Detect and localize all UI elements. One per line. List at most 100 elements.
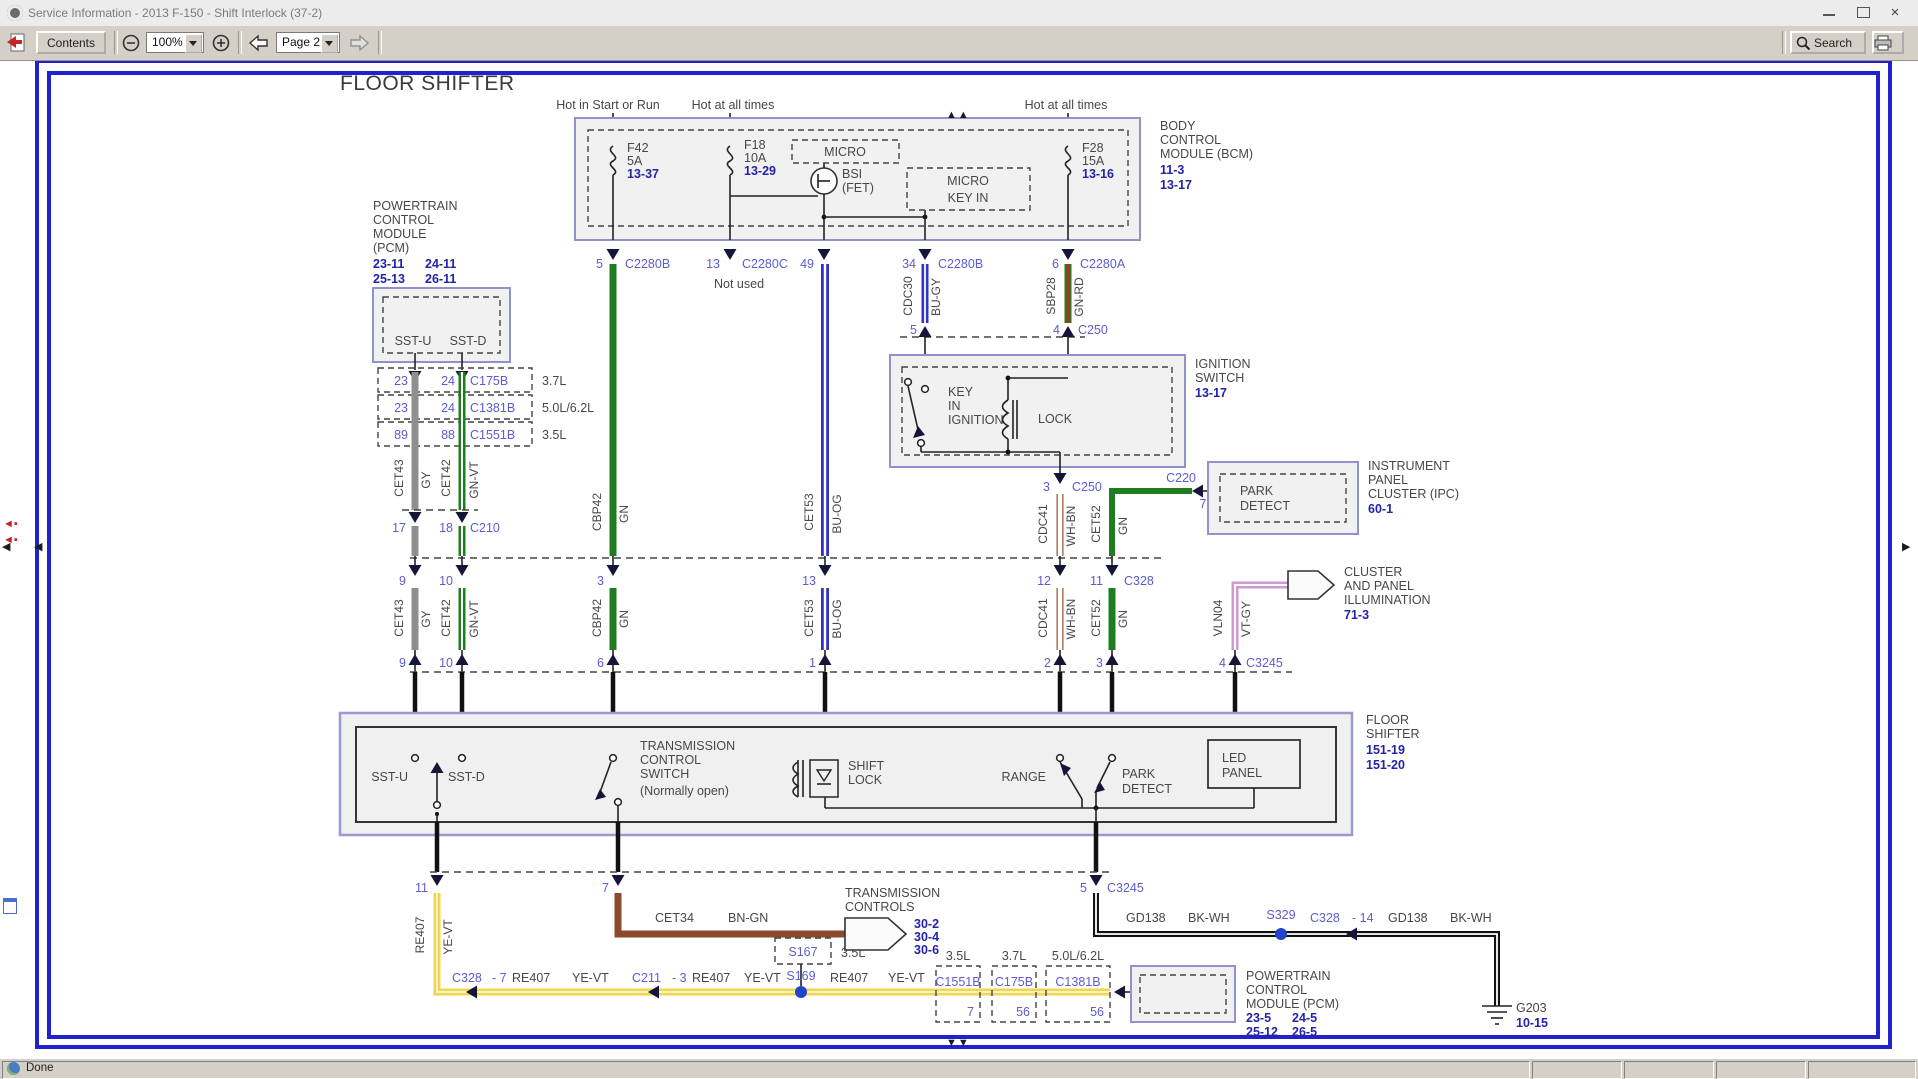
connector-id[interactable]: C250 — [1078, 323, 1108, 337]
pan-up-icon[interactable]: ▲▲ — [946, 109, 970, 121]
connector-id[interactable]: C1381B — [1055, 975, 1100, 989]
page-ref[interactable]: 151-20 — [1366, 758, 1405, 772]
connector-id[interactable]: C210 — [470, 521, 500, 535]
pan-left-inner-icon[interactable]: ◀ — [34, 541, 44, 553]
connector-id[interactable]: C2280B — [625, 257, 670, 271]
page-ref[interactable]: 30-4 — [914, 930, 939, 944]
feed-label: Hot at all times — [1025, 98, 1108, 112]
svg-text:CET43: CET43 — [392, 599, 406, 637]
page-ref[interactable]: 13-17 — [1195, 386, 1227, 400]
micro-key-in-label: MICRO — [947, 174, 989, 188]
connector-id[interactable]: C2280C — [742, 257, 788, 271]
page-ref[interactable]: 23-11 — [373, 257, 404, 271]
page-ref[interactable]: 24-11 — [425, 257, 456, 271]
page-ref[interactable]: 13-17 — [1160, 178, 1192, 192]
page-ref[interactable]: 25-13 — [373, 272, 405, 286]
pin-number: 2 — [1044, 656, 1051, 670]
page-select[interactable]: Page 2 — [276, 32, 340, 53]
connector-id[interactable]: C175B — [995, 975, 1033, 989]
contents-toggle-icon[interactable] — [6, 32, 28, 54]
connector-id[interactable]: C3245 — [1107, 881, 1144, 895]
bookmark-prev-icon[interactable]: ◄▪ — [3, 518, 18, 530]
sst-u-label: SST-U — [371, 770, 408, 784]
app-icon — [7, 5, 23, 21]
page-ref[interactable]: 24-5 — [1292, 1011, 1317, 1025]
pan-right-icon[interactable]: ▶ — [1902, 541, 1912, 553]
ground-id: G203 — [1516, 1001, 1547, 1015]
zoom-in-icon[interactable] — [212, 34, 230, 52]
led-panel-label: LED — [1222, 751, 1246, 765]
page-ref[interactable]: 13-29 — [744, 164, 776, 178]
zoom-level-value: 100% — [152, 35, 183, 49]
window-title: Service Information - 2013 F-150 - Shift… — [28, 6, 323, 20]
page-border-inner — [47, 71, 1880, 1039]
page-ref[interactable]: 25-12 — [1246, 1025, 1278, 1039]
key-in-ignition-label: IN — [948, 399, 961, 413]
minimize-button[interactable] — [1812, 0, 1846, 25]
illumination-label: ILLUMINATION — [1344, 593, 1431, 607]
connector-id[interactable]: C220 — [1166, 471, 1196, 485]
shift-lock-label: SHIFT — [848, 759, 884, 773]
page-back-icon[interactable] — [248, 33, 270, 53]
bookmark-next-icon[interactable]: ◄▪ — [3, 534, 18, 546]
splice-id[interactable]: S329 — [1266, 908, 1295, 922]
pcm-module-bottom: POWERTRAIN CONTROL MODULE (PCM) 23-5 24-… — [1130, 965, 1339, 1039]
pin-number: 24 — [441, 401, 455, 415]
range-label: RANGE — [1002, 770, 1046, 784]
page-ref[interactable]: 60-1 — [1368, 502, 1393, 516]
connector-c210: 17 18 C210 — [392, 509, 500, 556]
connector-id[interactable]: C328 — [1124, 574, 1154, 588]
pin-number: 23 — [394, 401, 408, 415]
splice-id[interactable]: S169 — [786, 969, 815, 983]
connector-id[interactable]: C175B — [470, 374, 508, 388]
page-ref[interactable]: 30-6 — [914, 943, 939, 957]
page-dropdown-icon[interactable] — [321, 34, 338, 53]
page-ref[interactable]: 151-19 — [1366, 743, 1405, 757]
page-ref[interactable]: 13-37 — [627, 167, 659, 181]
print-button[interactable] — [1872, 31, 1904, 54]
zoom-out-icon[interactable] — [122, 34, 140, 52]
svg-text:CET42: CET42 — [439, 599, 453, 637]
connector-id[interactable]: C2280B — [938, 257, 983, 271]
maximize-button[interactable] — [1846, 0, 1880, 25]
pin-number: 9 — [399, 574, 406, 588]
page-ref[interactable]: 11-3 — [1160, 163, 1184, 177]
page-ref[interactable]: 30-2 — [914, 917, 939, 931]
pcm-name: CONTROL — [373, 213, 434, 227]
page-ref[interactable]: 13-16 — [1082, 167, 1114, 181]
connector-id[interactable]: C1551B — [935, 975, 980, 989]
connector-id[interactable]: C211 — [632, 971, 661, 985]
zoom-level-select[interactable]: 100% — [146, 32, 204, 53]
wire-label: RE407 — [692, 971, 730, 985]
pcm-name: MODULE (PCM) — [1246, 997, 1339, 1011]
page-forward-icon[interactable] — [348, 33, 370, 53]
connector-id[interactable]: C328 — [1310, 911, 1340, 925]
page-ref[interactable]: 26-11 — [425, 272, 456, 286]
page-ref[interactable]: 23-5 — [1246, 1011, 1271, 1025]
shift-lock-label: LOCK — [848, 773, 883, 787]
ipc-name: CLUSTER (IPC) — [1368, 487, 1459, 501]
search-button[interactable]: Search — [1790, 31, 1866, 54]
page-ref[interactable]: 26-5 — [1292, 1025, 1317, 1039]
connector-id[interactable]: C250 — [1072, 480, 1102, 494]
pan-left-icon[interactable]: ◀ — [2, 541, 12, 553]
connector-id[interactable]: C1381B — [470, 401, 515, 415]
pin-number: 13 — [802, 574, 816, 588]
connector-id[interactable]: C2280A — [1080, 257, 1126, 271]
close-button[interactable]: × — [1890, 4, 1900, 21]
pin-number: 49 — [800, 257, 814, 271]
page-ref[interactable]: 71-3 — [1344, 608, 1369, 622]
engine-label: 3.5L — [542, 428, 566, 442]
contents-button[interactable]: Contents — [36, 31, 106, 54]
connector-id[interactable]: C328 — [452, 971, 482, 985]
window-thumbnail-icon[interactable] — [3, 898, 17, 914]
connector-id[interactable]: C3245 — [1246, 656, 1283, 670]
splice-id[interactable]: S167 — [788, 945, 817, 959]
pan-down-icon[interactable]: ▼▼ — [946, 1037, 970, 1049]
ignition-switch-module: KEY IN IGNITION LOCK IGNITION SWITCH 13-… — [889, 354, 1251, 494]
zoom-dropdown-icon[interactable] — [185, 34, 202, 53]
wire-gd138: GD138 BK-WH S329 C328 - 14 GD138 BK-WH G… — [1093, 893, 1548, 1030]
page-ref[interactable]: 10-15 — [1516, 1016, 1548, 1030]
connector-id[interactable]: C1551B — [470, 428, 515, 442]
pin-number: 17 — [392, 521, 406, 535]
